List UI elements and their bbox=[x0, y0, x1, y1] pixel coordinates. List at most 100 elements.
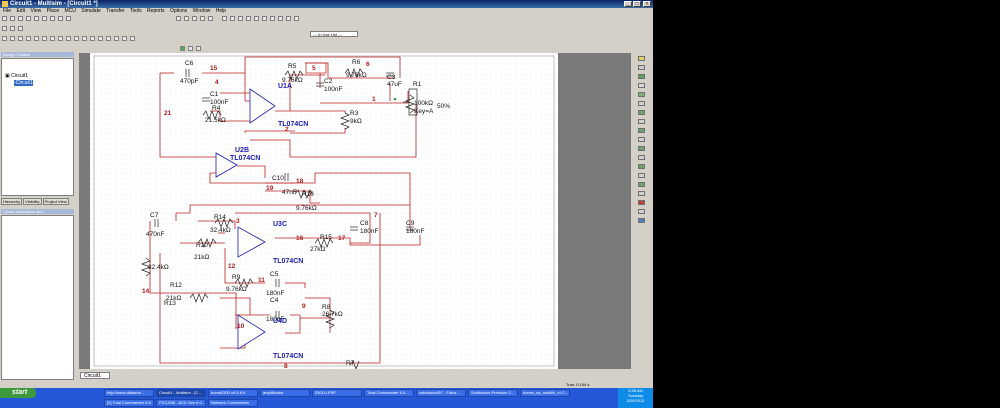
task-item[interactable]: amplificator bbox=[260, 389, 310, 397]
iv-analyzer-icon[interactable] bbox=[638, 146, 645, 151]
database-icon[interactable] bbox=[238, 16, 243, 21]
open-icon[interactable] bbox=[10, 16, 15, 21]
component-icon[interactable] bbox=[246, 16, 251, 21]
menu-simulate[interactable]: Simulate bbox=[81, 8, 101, 14]
tree-root[interactable]: ▣ Circuit1 bbox=[5, 73, 29, 79]
cmos-icon[interactable] bbox=[50, 36, 55, 41]
menu-tools[interactable]: Tools bbox=[129, 8, 142, 14]
measurement-probe-icon[interactable] bbox=[638, 218, 645, 223]
postprocessor-icon[interactable] bbox=[262, 16, 267, 21]
mixed-icon[interactable] bbox=[66, 36, 71, 41]
word-generator-icon[interactable] bbox=[638, 119, 645, 124]
analog-icon[interactable] bbox=[34, 36, 39, 41]
new-icon[interactable] bbox=[2, 16, 7, 21]
zoom-fit-icon[interactable] bbox=[208, 16, 213, 21]
cut-icon[interactable] bbox=[34, 16, 39, 21]
power-icon[interactable] bbox=[82, 36, 87, 41]
bode-plotter-icon[interactable] bbox=[638, 101, 645, 106]
potentiometer-r1[interactable] bbox=[393, 88, 418, 116]
hb-block-icon[interactable] bbox=[122, 36, 127, 41]
clock[interactable]: 2:56 AM bbox=[628, 388, 643, 393]
copy-icon[interactable] bbox=[42, 16, 47, 21]
task-item[interactable]: dones_ca_modific_el C... bbox=[520, 389, 570, 397]
misc-digital-icon[interactable] bbox=[58, 36, 63, 41]
fullscreen-icon[interactable] bbox=[176, 16, 181, 21]
menu-help[interactable]: Help bbox=[215, 8, 227, 14]
agilent-multimeter-icon[interactable] bbox=[638, 191, 645, 196]
tektronix-scope-icon[interactable] bbox=[638, 209, 645, 214]
agilent-generator-icon[interactable] bbox=[638, 182, 645, 187]
menu-reports[interactable]: Reports bbox=[147, 8, 165, 14]
logic-converter-icon[interactable] bbox=[638, 137, 645, 142]
spreadsheet-icon[interactable] bbox=[230, 16, 235, 21]
rf-icon[interactable] bbox=[98, 36, 103, 41]
start-button[interactable]: start bbox=[0, 388, 36, 398]
save-icon[interactable] bbox=[18, 16, 23, 21]
wattmeter-icon[interactable] bbox=[638, 74, 645, 79]
multimeter-icon[interactable] bbox=[638, 56, 645, 61]
sheet-tab[interactable]: Circuit1 bbox=[80, 372, 110, 379]
menu-file[interactable]: File bbox=[3, 8, 12, 14]
diode-icon[interactable] bbox=[18, 36, 23, 41]
grapher-icon[interactable] bbox=[254, 16, 259, 21]
paste-icon[interactable] bbox=[50, 16, 55, 21]
tree-circuit-item[interactable]: ▫Circuit1 bbox=[14, 80, 33, 86]
stop-icon[interactable] bbox=[196, 46, 201, 51]
zoom-out-icon[interactable] bbox=[192, 16, 197, 21]
four-channel-scope-icon[interactable] bbox=[638, 92, 645, 97]
schematic-workspace[interactable]: C6 470pF C1 100nF R4 21.5kΩ R5 9.76kΩ C2… bbox=[79, 53, 631, 369]
bus-icon[interactable] bbox=[18, 26, 23, 31]
spectrum-analyzer-icon[interactable] bbox=[638, 164, 645, 169]
zoom-area-icon[interactable] bbox=[200, 16, 205, 21]
task-item[interactable]: PIC1S88 - ACD See 6.0... bbox=[156, 399, 206, 407]
forward-annotate-icon[interactable] bbox=[294, 16, 299, 21]
function-generator-icon[interactable] bbox=[638, 65, 645, 70]
frequency-counter-icon[interactable] bbox=[638, 110, 645, 115]
task-item[interactable]: Solidworks Premium 2... bbox=[468, 389, 518, 397]
close-button[interactable]: × bbox=[643, 1, 651, 7]
distortion-analyzer-icon[interactable] bbox=[638, 155, 645, 160]
ttl-icon[interactable] bbox=[42, 36, 47, 41]
task-item[interactable]: Circuit1 - Multisim - [C... bbox=[156, 389, 206, 397]
pause-icon[interactable] bbox=[188, 46, 193, 51]
tab-visibility[interactable]: Visibility bbox=[23, 198, 42, 205]
oscilloscope-icon[interactable] bbox=[638, 83, 645, 88]
menu-transfer[interactable]: Transfer bbox=[106, 8, 125, 14]
minimize-button[interactable]: _ bbox=[624, 1, 632, 7]
transistor-icon[interactable] bbox=[26, 36, 31, 41]
menu-edit[interactable]: Edit bbox=[16, 8, 26, 14]
basic-icon[interactable] bbox=[10, 36, 15, 41]
logic-analyzer-icon[interactable] bbox=[638, 128, 645, 133]
schematic-sheet[interactable]: C6 470pF C1 100nF R4 21.5kΩ R5 9.76kΩ C2… bbox=[90, 53, 558, 369]
agilent-scope-icon[interactable] bbox=[638, 200, 645, 205]
mcu-icon[interactable] bbox=[114, 36, 119, 41]
network-analyzer-icon[interactable] bbox=[638, 173, 645, 178]
bus-place-icon[interactable] bbox=[130, 36, 135, 41]
backannotate-icon[interactable] bbox=[286, 16, 291, 21]
task-item[interactable]: boma3300 v6.5.6.9 bbox=[208, 389, 258, 397]
source-icon[interactable] bbox=[2, 36, 7, 41]
menu-window[interactable]: Window bbox=[192, 8, 211, 14]
menu-view[interactable]: View bbox=[30, 8, 42, 14]
electromech-icon[interactable] bbox=[106, 36, 111, 41]
erc-icon[interactable] bbox=[270, 16, 275, 21]
maximize-button[interactable]: □ bbox=[633, 1, 641, 7]
misc-icon[interactable] bbox=[90, 36, 95, 41]
toolbox-icon[interactable] bbox=[222, 16, 227, 21]
task-item[interactable]: Total Commander 6.5... bbox=[364, 389, 414, 397]
zoom-in-icon[interactable] bbox=[184, 16, 189, 21]
tab-project-view[interactable]: Project View bbox=[42, 198, 69, 205]
task-item[interactable]: http://www.datashe... bbox=[104, 389, 154, 397]
ultiboard-icon[interactable] bbox=[278, 16, 283, 21]
undo-icon[interactable] bbox=[58, 16, 63, 21]
tab-hierarchy[interactable]: Hierarchy bbox=[1, 198, 23, 205]
menu-mcu[interactable]: MCU bbox=[64, 8, 76, 14]
indicator-icon[interactable] bbox=[74, 36, 79, 41]
select-icon[interactable] bbox=[2, 26, 7, 31]
run-icon[interactable] bbox=[180, 46, 185, 51]
menu-options[interactable]: Options bbox=[169, 8, 188, 14]
task-item[interactable]: calculator457 - Fotos... bbox=[416, 389, 466, 397]
task-item[interactable]: [2] Total Commander 6.5... bbox=[104, 399, 154, 407]
hierarchy-icon[interactable] bbox=[10, 26, 15, 31]
print-icon[interactable] bbox=[26, 16, 31, 21]
